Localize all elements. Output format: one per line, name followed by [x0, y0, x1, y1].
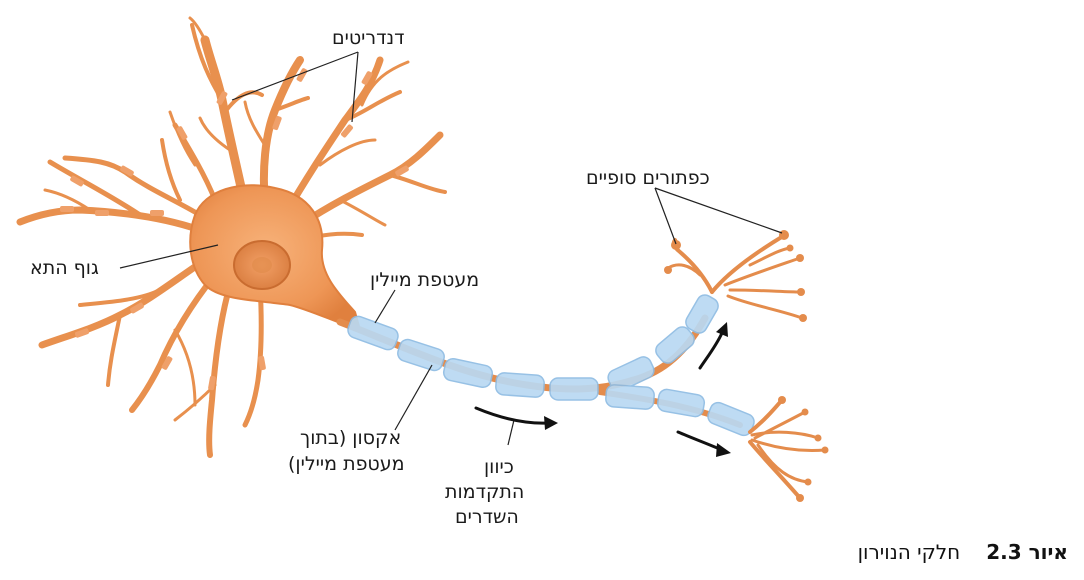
- figure-title: חלקי הנוירון: [857, 540, 961, 564]
- label-cell-body: גוף התא: [30, 257, 99, 279]
- myelin-sheath-segments: [347, 294, 755, 437]
- figure-caption: איור 2.3 חלקי הנוירון: [858, 540, 1068, 564]
- label-axon-line1: אקסון (בתוך: [300, 427, 402, 449]
- label-terminals: כפתורים סופיים: [586, 167, 710, 189]
- figure-number: איור 2.3: [986, 540, 1068, 564]
- label-direction-line2: התקדמות: [445, 481, 525, 503]
- label-axon-line2: מעטפת מיילין): [288, 453, 405, 475]
- cell-body: [189, 184, 362, 332]
- label-myelin-sheath: מעטפת מיילין: [370, 269, 480, 291]
- label-direction-line1: כיוון: [484, 456, 514, 478]
- axon-terminals: [666, 233, 827, 500]
- label-dendrites: דנדריטים: [332, 27, 405, 49]
- dendrite-spines: [60, 68, 409, 391]
- dendrites: [16, 16, 447, 458]
- leader-lines: [119, 51, 783, 446]
- arrowheads: [544, 322, 731, 457]
- label-direction-line3: השדרים: [455, 506, 519, 528]
- terminal-knobs: [664, 230, 829, 502]
